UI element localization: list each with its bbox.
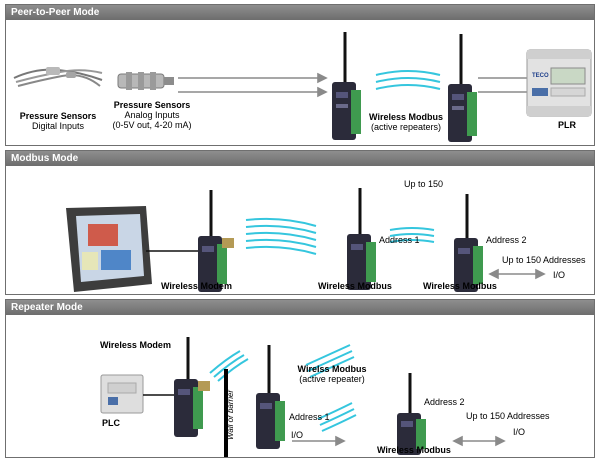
peer-to-peer-diagram: TECO — [13, 32, 592, 142]
panel-title: Repeater Mode — [6, 300, 594, 315]
address-2-label: Address 2 — [424, 397, 465, 407]
panel-peer-to-peer: Peer-to-Peer Mode — [5, 4, 595, 146]
modbus-label: Wireless Modbus — [377, 445, 451, 455]
plc-label: PLC — [102, 418, 120, 428]
wireless-modbus-device-icon — [332, 32, 361, 140]
analog-sensor-label: Pressure Sensors Analog Inputs (0-5V out… — [112, 100, 192, 130]
io-2-label: I/O — [513, 427, 526, 437]
repeater-label: Wirelss Modbus (active repeater) — [297, 364, 367, 384]
touch-panel-icon — [66, 206, 152, 292]
address-2-label: Address 2 — [486, 235, 527, 245]
panel-title: Peer-to-Peer Mode — [6, 5, 594, 20]
wireless-modem-icon — [174, 337, 210, 437]
analog-pressure-sensor-icon — [117, 72, 174, 90]
plr-controller-icon — [526, 49, 592, 117]
plr-brand-label: TECO — [532, 73, 549, 79]
modem-label: Wireless Modem — [100, 340, 171, 350]
modbus-1-label: Wireless Modbus — [318, 281, 392, 291]
up-to-addresses-label: Up to 150 Addresses — [466, 411, 550, 421]
digital-pressure-sensors-icon — [13, 67, 103, 87]
address-1-label: Address 1 — [379, 235, 420, 245]
panel-title: Modbus Mode — [6, 151, 594, 166]
up-to-label: Up to 150 — [404, 179, 444, 189]
signal-waves-icon — [209, 350, 249, 382]
modem-label: Wireless Modem — [161, 281, 232, 291]
panel-modbus: Modbus Mode — [5, 150, 595, 295]
address-1-label: Address 1 — [289, 412, 330, 422]
wall-label: Wall or barrier — [226, 389, 235, 440]
modbus-diagram — [66, 188, 546, 292]
io-1-label: I/O — [291, 430, 304, 440]
plr-label: PLR — [558, 120, 576, 130]
wireless-modbus-device-icon — [347, 188, 376, 290]
io-arrow — [452, 435, 506, 447]
io-label: I/O — [553, 270, 566, 280]
digital-sensor-label: Pressure Sensors Digital Inputs — [19, 111, 97, 131]
signal-waves-icon — [389, 227, 435, 243]
wireless-modbus-device-icon — [397, 373, 426, 455]
modbus-2-label: Wireless Modbus — [423, 281, 497, 291]
wireless-modbus-device-icon — [454, 194, 483, 292]
wireless-modbus-repeater-icon — [256, 345, 285, 449]
wireless-modem-icon — [198, 190, 234, 292]
repeater-diagram — [100, 337, 506, 457]
wireless-modbus-device-icon — [448, 34, 477, 142]
signal-waves-icon — [245, 217, 317, 255]
plc-icon — [100, 374, 144, 414]
signal-waves-icon — [305, 344, 357, 432]
address-1-arrow — [292, 435, 346, 447]
panel-repeater: Repeater Mode — [5, 299, 595, 458]
signal-waves-icon — [375, 70, 441, 90]
up-to-addresses-label: Up to 150 Addresses — [502, 255, 586, 265]
io-arrow — [488, 268, 546, 280]
modbus-label: Wireless Modbus (active repeaters) — [369, 112, 443, 132]
wall-barrier — [224, 369, 228, 457]
